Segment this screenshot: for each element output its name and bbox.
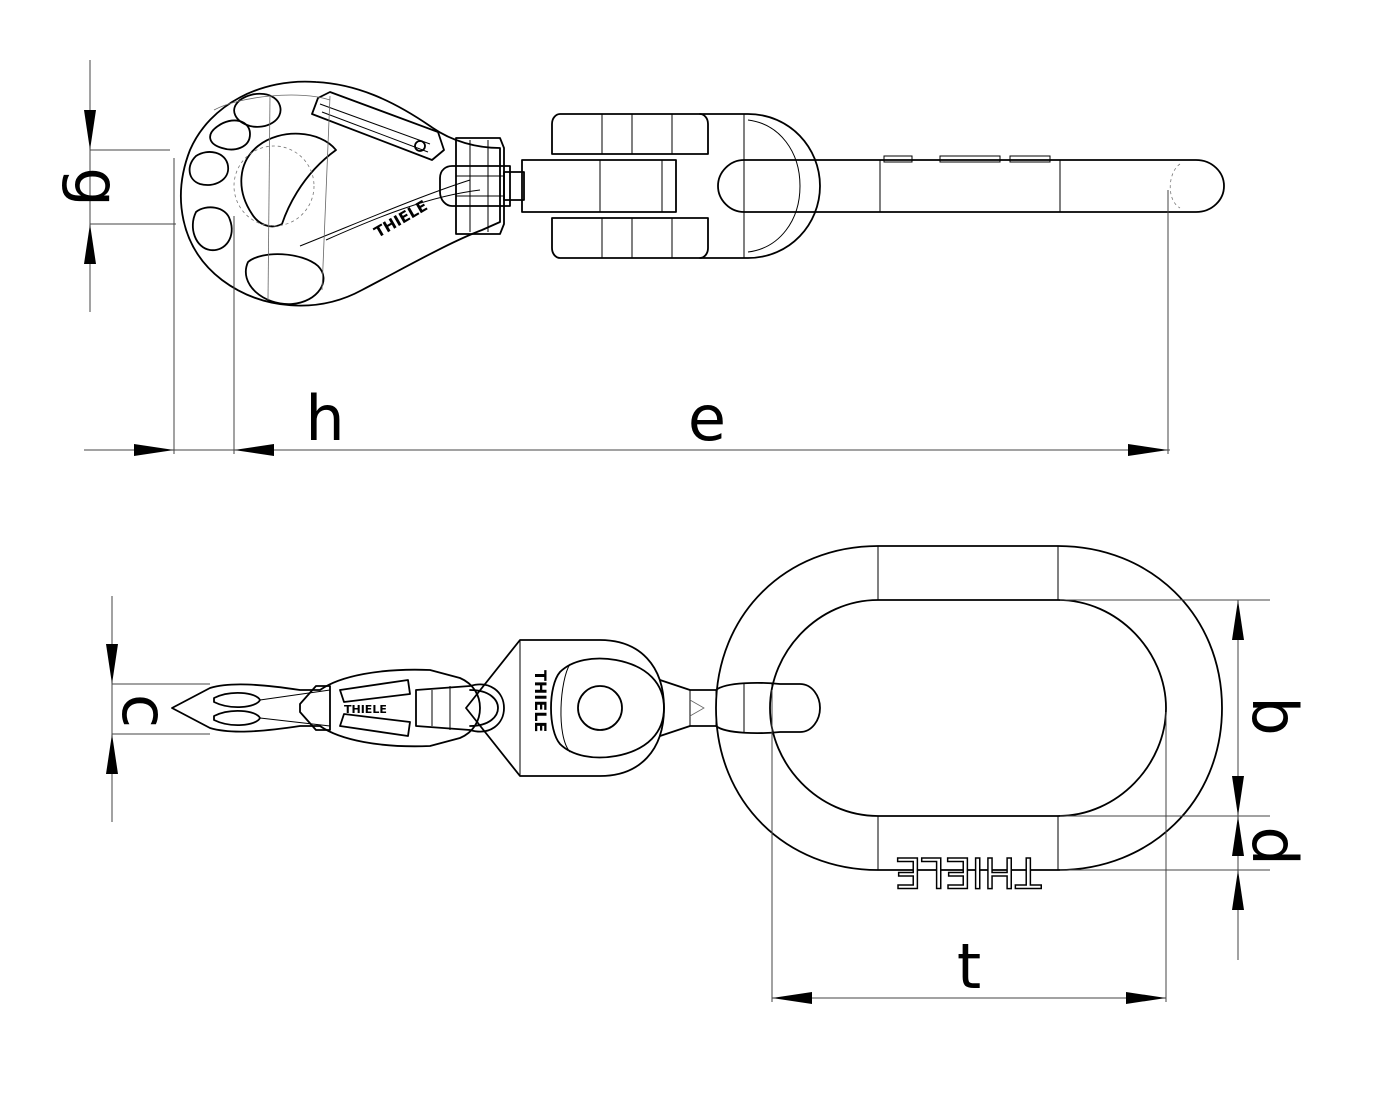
swivel-connector-top	[521, 113, 821, 259]
dimension-c: c	[106, 596, 210, 822]
dimension-label-g: g	[60, 167, 133, 206]
dimension-t: t	[771, 690, 1167, 1004]
dimension-label-h: h	[305, 382, 344, 455]
swivel-body: THIELE	[465, 639, 821, 777]
hook-edge-view: THIELE	[171, 668, 505, 748]
master-link-top	[717, 155, 1225, 213]
dimension-b-d: b d	[1060, 599, 1311, 960]
dimension-g: g	[60, 60, 176, 312]
link-marking: THIELE	[895, 848, 1042, 897]
dimension-label-e: e	[688, 382, 726, 455]
dimension-label-t: t	[957, 930, 981, 1003]
hook-body: THIELE	[180, 80, 501, 307]
dimension-label-d: d	[1238, 826, 1311, 865]
bottom-view-assembly: THIELE THIELE	[106, 545, 1311, 1004]
hook-edge-marking: THIELE	[344, 703, 387, 716]
swivel-marking: THIELE	[531, 670, 550, 732]
dimension-h-e: h e	[84, 158, 1170, 456]
hook-marking: THIELE	[371, 197, 431, 242]
dimension-label-b: b	[1238, 696, 1311, 735]
hook-shank	[439, 137, 525, 235]
master-link-face: THIELE	[715, 545, 1223, 898]
top-view-assembly: THIELE	[60, 60, 1225, 456]
dimension-label-c: c	[108, 694, 181, 728]
